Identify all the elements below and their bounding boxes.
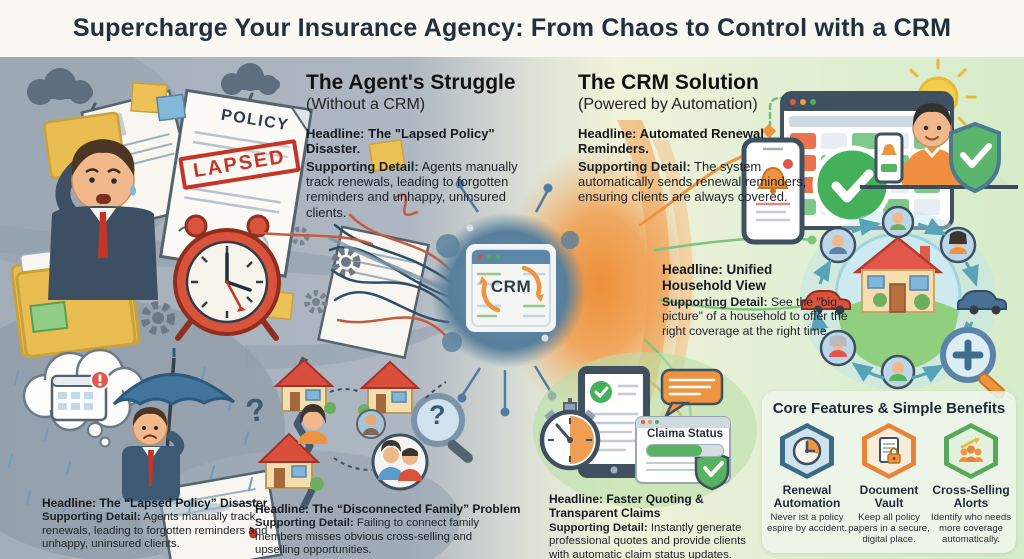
- car-icon-blue: [957, 290, 1007, 315]
- core-features-title: Core Features & Simple Benefits: [772, 400, 1006, 417]
- checkmark-icon: [590, 381, 612, 403]
- dashed-links: [329, 381, 447, 471]
- lapsed-caption: Headline: The “Lapsed Policy” Disaster S…: [42, 496, 280, 552]
- right-column-subheading: (Powered by Automation): [578, 96, 758, 114]
- happy-agent: [874, 103, 962, 186]
- avatar-woman: [298, 404, 328, 444]
- renewal-scene: [741, 58, 1018, 245]
- core-item-renewal-automation: Renewal Automation Never ist a policy es…: [766, 423, 848, 545]
- house-icon-small: [273, 358, 336, 414]
- calendar-alert-icon: [50, 370, 110, 422]
- family-caption: Headline: The “Disconnected Family” Prob…: [255, 502, 523, 558]
- core-features-panel: Core Features & Simple Benefits Renewal …: [762, 391, 1016, 553]
- rain-scene: [8, 348, 253, 516]
- right-column-heading: The CRM Solution: [578, 71, 759, 94]
- crm-solution-block: The CRM Solution (Powered by Automation)…: [578, 71, 818, 205]
- sweat-drop-icon: [130, 184, 136, 196]
- claims-progress-fill: [647, 445, 702, 456]
- chat-bubble-icon: [660, 368, 724, 420]
- household-detail: Supporting Detail: See the "big picture"…: [662, 295, 848, 338]
- avatar-couple: [371, 433, 429, 491]
- house-icon-small: [257, 432, 324, 491]
- claims-scene: [533, 352, 757, 508]
- claims-caption-detail: Supporting Detail: Instantly generate pr…: [549, 521, 746, 559]
- family-caption-detail: Supporting Detail: Failing to connect fa…: [255, 517, 480, 557]
- stopwatch-icon: [539, 398, 601, 471]
- mini-phone: [874, 132, 904, 184]
- household-headline: Headline: Unified Household View: [662, 262, 773, 293]
- core-item-document-vault: Document Vault Keep all policy papers in…: [848, 423, 930, 545]
- agent-struggle-block: The Agent's Struggle (Without a CRM) Hea…: [306, 71, 541, 220]
- lapsed-caption-headline: Headline: The “Lapsed Policy” Disaster: [42, 496, 268, 510]
- storm-clouds: [27, 63, 280, 134]
- ring-arrows: [810, 217, 980, 383]
- household-diagram: [800, 205, 1007, 399]
- shield-check-icon: [949, 121, 1001, 194]
- left-column-subheading: (Without a CRM): [306, 96, 426, 114]
- left-column-heading: The Agent's Struggle: [306, 71, 516, 94]
- paper-pile: [10, 82, 430, 559]
- crm-hub: [430, 179, 586, 417]
- clock-icon: [780, 423, 834, 479]
- left-column-detail: Supporting Detail: Agents manually track…: [306, 158, 518, 220]
- page-title: Supercharge Your Insurance Agency: From …: [72, 14, 952, 42]
- family-caption-headline: Headline: The “Disconnected Family” Prob…: [255, 502, 521, 516]
- people-growth-icon: [944, 423, 998, 479]
- right-column-detail: Supporting Detail: The system automatica…: [578, 158, 807, 205]
- left-column-headline: Headline: The "Lapsed Policy" Disaster.: [306, 126, 495, 157]
- family-avatars: [819, 205, 977, 390]
- shield-check-icon-small: [694, 450, 730, 491]
- sticky-notes: [130, 82, 406, 321]
- claims-caption-headline: Headline: Faster Quoting & Transparent C…: [549, 492, 704, 521]
- document-lock-icon: [862, 423, 916, 479]
- magnifier-question-mark: ?: [429, 400, 446, 430]
- disconnected-family-scene: [257, 356, 473, 510]
- crm-hub-label: CRM: [490, 277, 532, 296]
- sad-client: [122, 407, 185, 502]
- avatar-person: [356, 409, 386, 439]
- core-item-cross-selling: Cross-Selling Alorts Identify who needs …: [930, 423, 1012, 545]
- magnifier-question-icon: [411, 393, 473, 463]
- house-icon-small: [358, 360, 421, 416]
- right-column-headline: Headline: Automated Renewal Reminders.: [578, 126, 764, 157]
- sync-arrows-icon: [481, 265, 542, 313]
- notification-phone: [741, 137, 805, 245]
- house-icon: [852, 236, 944, 313]
- thought-bubble: [22, 348, 145, 448]
- lapsed-caption-detail: Supporting Detail: Agents manually track…: [42, 511, 268, 551]
- alarm-clock: [173, 214, 281, 341]
- claims-progress-bar: [646, 444, 724, 457]
- household-block: Headline: Unified Household View Support…: [662, 262, 870, 338]
- circuit-nodes: [458, 185, 554, 410]
- claims-window-title: Claima Status: [647, 428, 724, 440]
- claims-caption: Headline: Faster Quoting & Transparent C…: [549, 492, 767, 559]
- stressed-agent: [48, 139, 158, 300]
- title-band: Supercharge Your Insurance Agency: From …: [0, 0, 1024, 57]
- bell-icon: [757, 166, 789, 189]
- bell-icon: [881, 144, 897, 155]
